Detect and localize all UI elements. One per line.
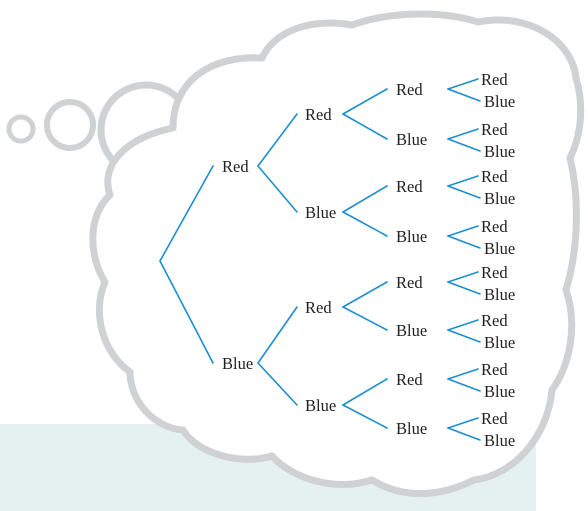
branch-l4-4	[447, 138, 481, 152]
branch-l3-1	[342, 88, 388, 115]
branch-l4-9	[447, 271, 479, 283]
node-l3-4: Blue	[396, 227, 427, 246]
node-l4-12: Blue	[484, 333, 515, 352]
branch-l1-1	[159, 165, 214, 262]
tree-branches	[159, 78, 481, 441]
branch-l4-7	[447, 225, 479, 237]
node-l4-6: Blue	[484, 189, 515, 208]
node-l3-6: Blue	[396, 321, 427, 340]
node-l3-5: Red	[396, 273, 423, 292]
branch-l2-3	[257, 306, 298, 364]
node-l4-16: Blue	[484, 431, 515, 450]
branch-l4-16	[447, 427, 481, 441]
node-l4-11: Red	[481, 311, 508, 330]
branch-l4-13	[447, 368, 479, 380]
branch-l4-12	[447, 329, 481, 343]
node-l2-1: Red	[305, 105, 332, 124]
node-l4-2: Blue	[484, 92, 515, 111]
branch-l4-15	[447, 417, 479, 429]
branch-l3-6	[342, 306, 388, 331]
branch-l4-6	[447, 185, 481, 199]
branch-l2-2	[257, 165, 298, 213]
node-l4-1: Red	[481, 70, 508, 89]
node-l2-2: Blue	[305, 203, 336, 222]
branch-l1-2	[159, 260, 214, 364]
branch-l3-4	[342, 211, 388, 237]
thought-cloud	[89, 10, 585, 498]
thought-bubble	[6, 10, 585, 498]
node-l2-4: Blue	[305, 396, 336, 415]
branch-l4-5	[447, 175, 479, 187]
branch-l2-4	[257, 362, 298, 406]
branch-l4-14	[447, 378, 481, 392]
node-l1-2: Blue	[222, 354, 253, 373]
thought-puff-medium	[44, 99, 96, 151]
node-l3-8: Blue	[396, 419, 427, 438]
branch-l4-2	[447, 88, 481, 102]
branch-l4-10	[447, 281, 481, 295]
node-l4-15: Red	[481, 409, 508, 428]
tree-labels: RedBlueRedBlueRedBlueRedBlueRedBlueRedBl…	[222, 70, 515, 450]
branch-l3-8	[342, 404, 388, 429]
node-l4-8: Blue	[484, 239, 515, 258]
node-l3-2: Blue	[396, 130, 427, 149]
node-l3-7: Red	[396, 370, 423, 389]
node-l4-9: Red	[481, 263, 508, 282]
node-l4-7: Red	[481, 217, 508, 236]
branch-l3-3	[342, 185, 388, 213]
node-l4-4: Blue	[484, 142, 515, 161]
node-l1-1: Red	[222, 157, 249, 176]
node-l4-14: Blue	[484, 382, 515, 401]
branch-l3-5	[342, 281, 388, 308]
node-l4-13: Red	[481, 360, 508, 379]
branch-l2-1	[257, 113, 298, 167]
branch-l3-2	[342, 113, 388, 140]
node-l4-5: Red	[481, 167, 508, 186]
node-l4-3: Red	[481, 120, 508, 139]
node-l2-3: Red	[305, 298, 332, 317]
branch-l4-11	[447, 319, 479, 331]
branch-l4-3	[447, 128, 479, 140]
branch-l3-7	[342, 378, 388, 406]
node-l3-1: Red	[396, 80, 423, 99]
node-l4-10: Blue	[484, 285, 515, 304]
node-l3-3: Red	[396, 177, 423, 196]
thought-puff-small	[6, 114, 36, 144]
branch-l4-8	[447, 235, 481, 249]
branch-l4-1	[447, 78, 479, 90]
